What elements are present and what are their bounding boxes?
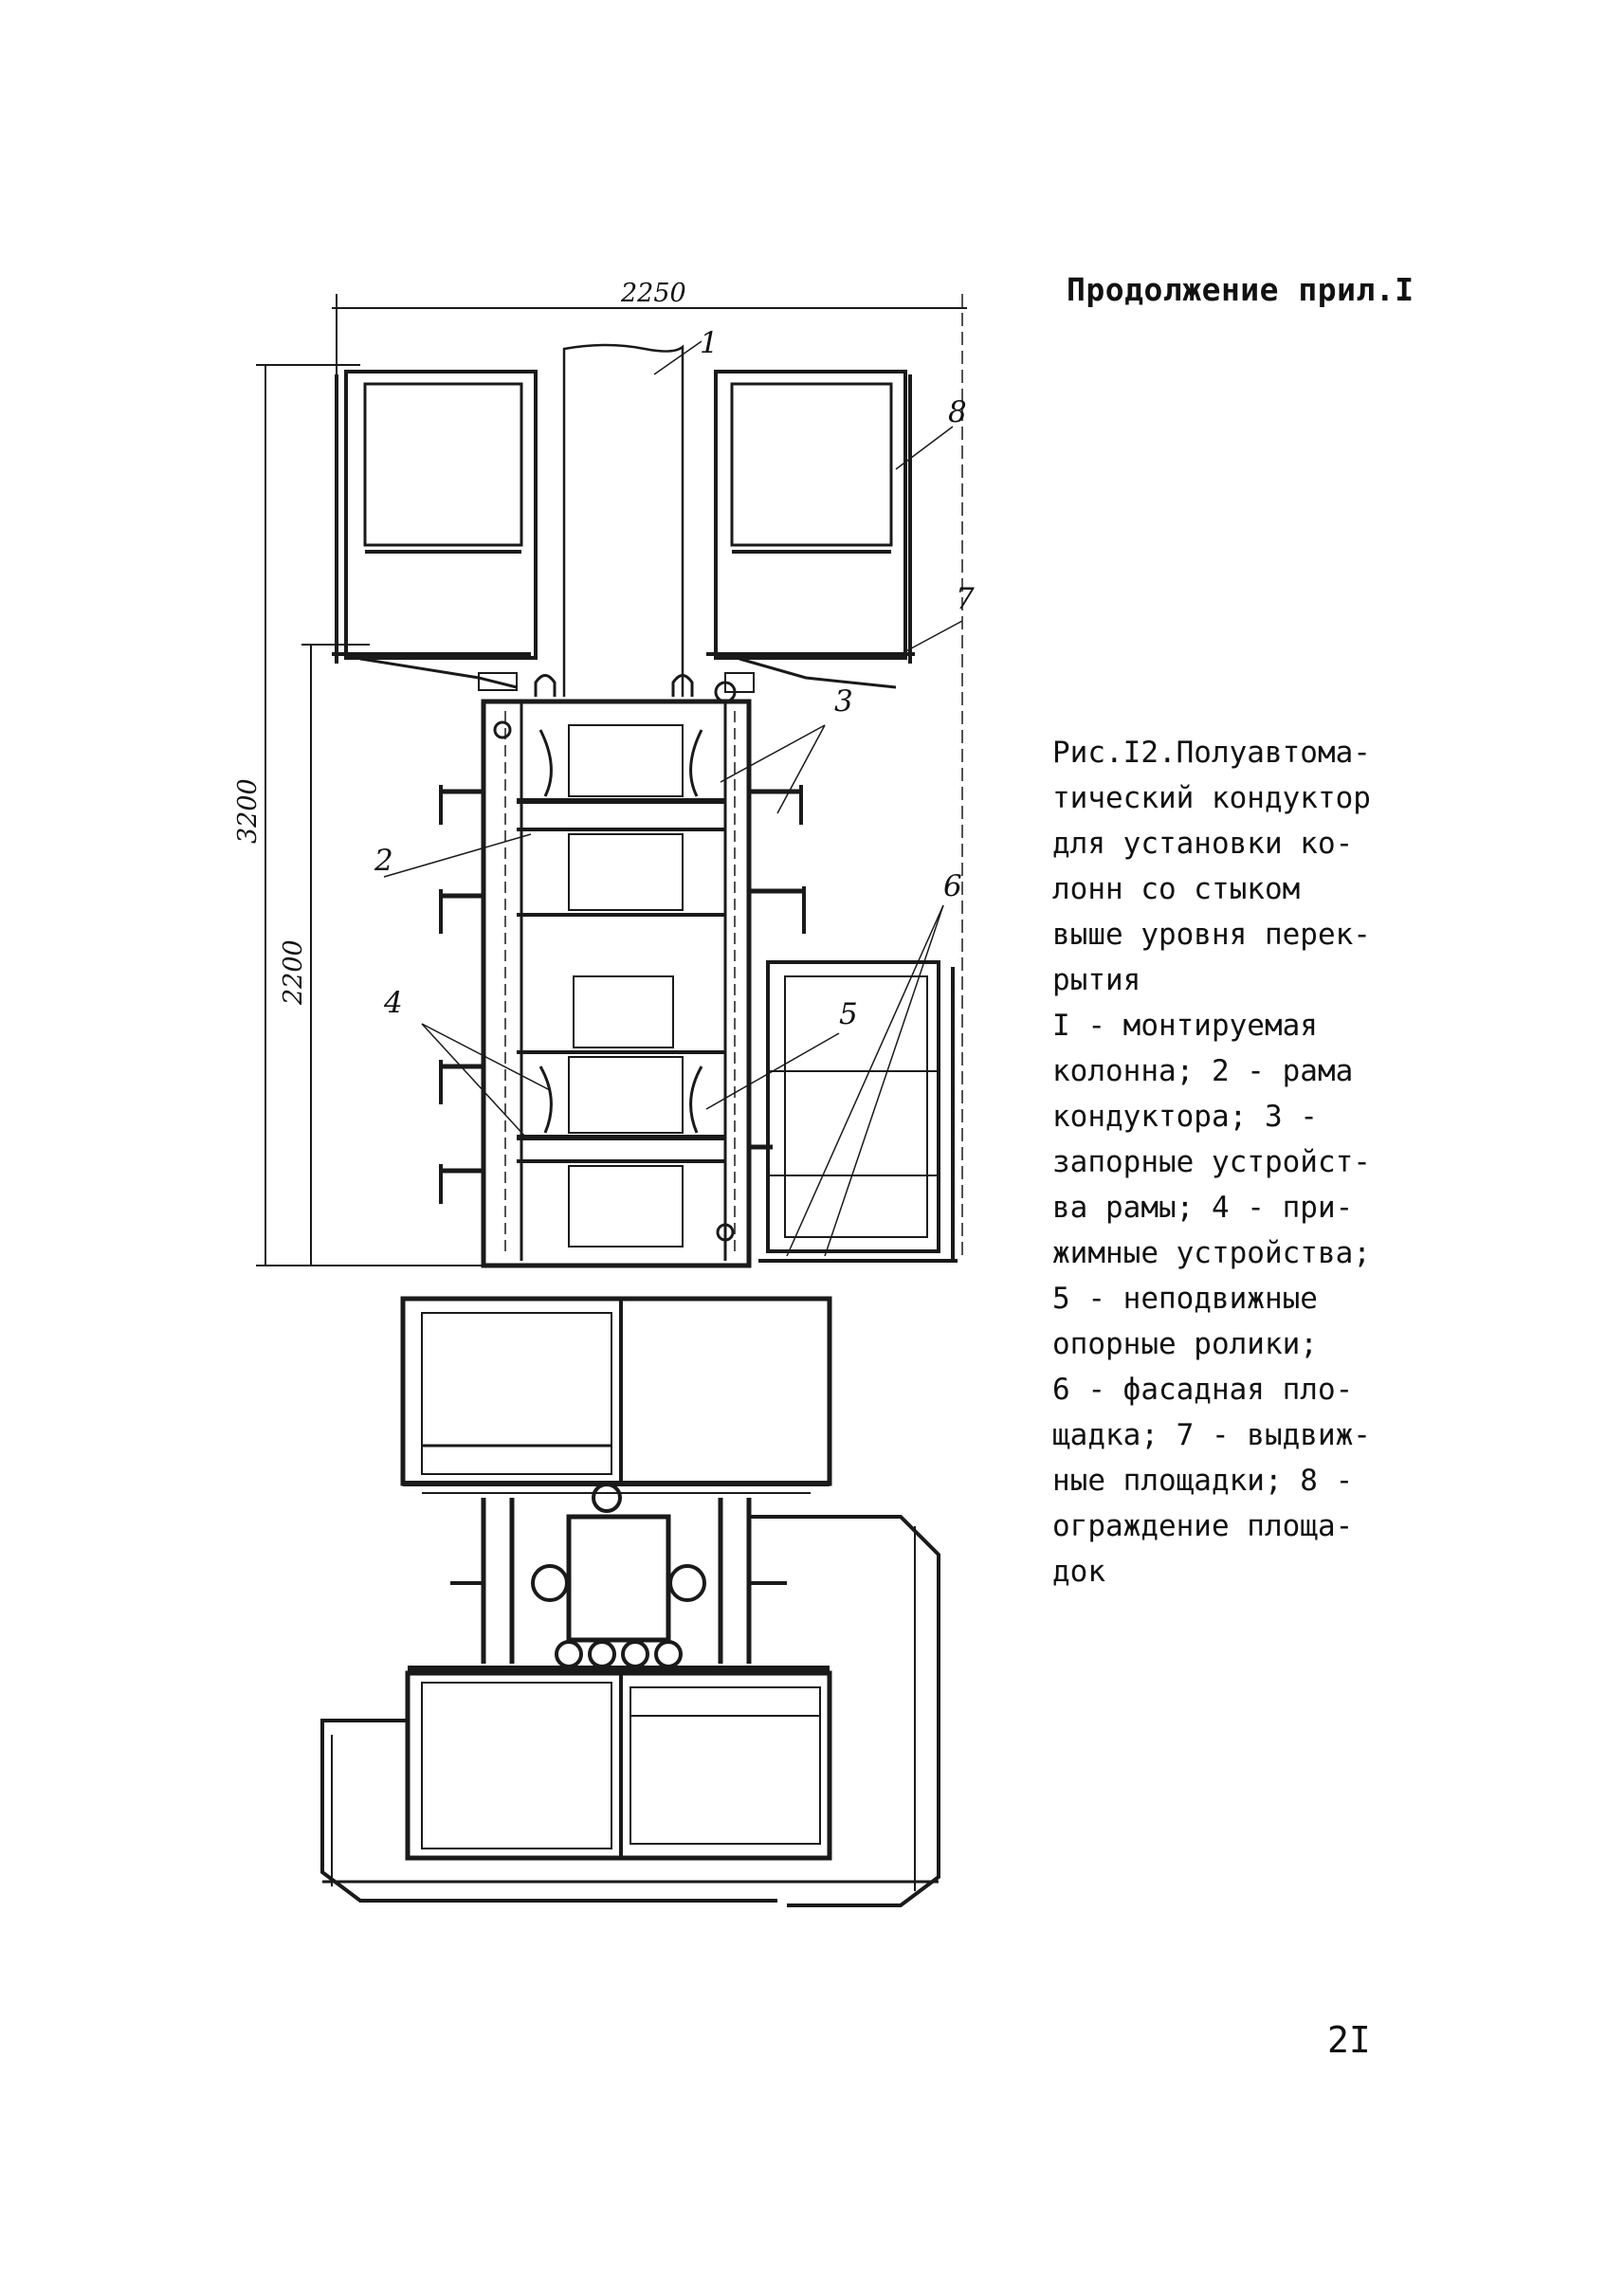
callout-1: 1 xyxy=(700,326,719,360)
callout-5: 5 xyxy=(839,997,858,1031)
callout-2: 2 xyxy=(374,844,393,878)
caption-line: Рис.I2.Полуавтома- xyxy=(1052,736,1371,770)
caption-line: ные площадки; 8 - xyxy=(1052,1464,1354,1498)
caption-line: 5 - неподвижные xyxy=(1052,1282,1318,1316)
dimension-height-total: 3200 xyxy=(233,364,484,1266)
callout-leaders xyxy=(383,340,963,1257)
column xyxy=(562,343,684,697)
caption-line: кондуктора; 3 - xyxy=(1052,1100,1318,1134)
caption-line: колонна; 2 - рама xyxy=(1052,1054,1354,1088)
caption-line: лонн со стыком xyxy=(1052,872,1301,906)
left-platform xyxy=(332,370,538,691)
caption-line: 6 - фасадная пло- xyxy=(1052,1373,1354,1407)
callout-7: 7 xyxy=(956,582,975,616)
caption-line: док xyxy=(1052,1555,1105,1589)
dimension-width-label: 2250 xyxy=(620,279,686,308)
plan-view xyxy=(320,1296,940,1907)
caption-line: ограждение площа- xyxy=(1052,1509,1354,1543)
caption-line: жимные устройства; xyxy=(1052,1236,1371,1270)
caption-line: I - монтируемая xyxy=(1052,1009,1318,1043)
caption-line: тический кондуктор xyxy=(1052,781,1371,815)
conductor-frame xyxy=(481,674,752,1268)
page-header: Продолжение прил.I xyxy=(1067,271,1414,308)
callout-3: 3 xyxy=(834,684,853,719)
caption-line: для установки ко- xyxy=(1052,827,1354,861)
caption-line: выше уровня перек- xyxy=(1052,918,1371,952)
dimension-height-frame-label: 2200 xyxy=(279,939,308,1006)
facade-platform xyxy=(758,960,958,1263)
page-number: 2I xyxy=(1327,2019,1371,2061)
caption-line: опорные ролики; xyxy=(1052,1327,1318,1361)
figure-caption: Рис.I2.Полуавтома- тический кондуктор дл… xyxy=(1052,730,1398,1594)
caption-line: рытия xyxy=(1052,963,1141,997)
right-platform xyxy=(706,370,915,693)
dimension-height-total-label: 3200 xyxy=(233,778,263,844)
caption-line: щадка; 7 - выдвиж- xyxy=(1052,1418,1371,1452)
clamps-left xyxy=(439,785,484,1204)
callout-8: 8 xyxy=(948,395,967,429)
callout-labels: 1 2 3 4 5 6 7 8 xyxy=(374,326,975,1031)
dimension-width: 2250 xyxy=(332,279,967,1261)
callout-4: 4 xyxy=(383,986,403,1020)
caption-line: запорные устройст- xyxy=(1052,1145,1371,1179)
dimension-height-frame: 2200 xyxy=(279,644,370,1266)
callout-6: 6 xyxy=(943,869,962,903)
caption-line: ва рамы; 4 - при- xyxy=(1052,1191,1354,1225)
clamps-right xyxy=(749,785,806,1150)
